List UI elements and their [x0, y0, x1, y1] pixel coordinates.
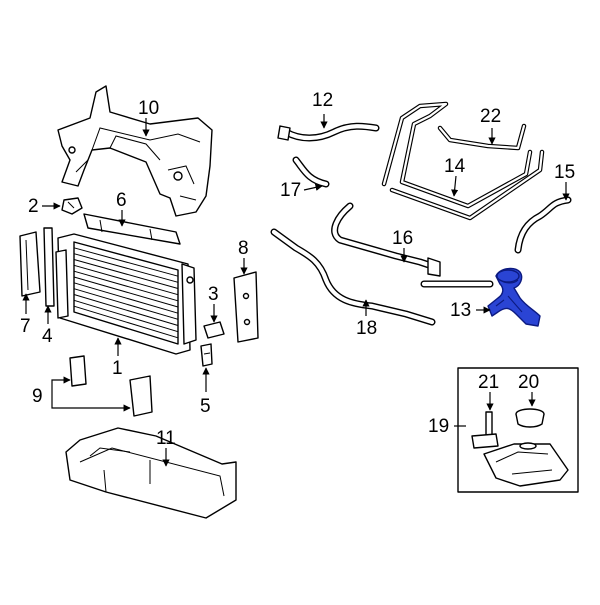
callout-13: 13: [450, 300, 471, 321]
callout-10: 10: [138, 98, 159, 119]
part-8-side-bracket[interactable]: [233, 271, 259, 343]
part-4-side-seal[interactable]: [43, 227, 55, 307]
part-20-cap[interactable]: [515, 408, 545, 428]
callout-21: 21: [478, 372, 499, 393]
part-3-bracket[interactable]: [203, 321, 225, 339]
part-22-tube[interactable]: [437, 123, 527, 151]
part-9-deflectors[interactable]: [69, 355, 153, 417]
part-7-side-deflector[interactable]: [19, 231, 41, 297]
part-13-coolant-pipe[interactable]: [487, 267, 541, 327]
callout-14: 14: [444, 156, 466, 177]
part-14-tube-set[interactable]: [381, 101, 545, 221]
callout-18: 18: [356, 318, 377, 339]
callout-3: 3: [208, 284, 219, 305]
callout-20: 20: [518, 372, 539, 393]
part-12-hose[interactable]: [277, 122, 380, 142]
callout-labels: 10 2 6 7 4 1 3 5 8 9 11 12 17 14 22 15 1…: [20, 90, 575, 449]
callout-19: 19: [428, 416, 449, 437]
part-reservoir-tank: [483, 442, 569, 487]
part-16-hose[interactable]: [331, 202, 494, 288]
callout-9: 9: [32, 386, 43, 407]
part-10-support-frame[interactable]: [57, 85, 213, 217]
callout-6: 6: [116, 190, 127, 211]
part-11-lower-shield[interactable]: [65, 427, 237, 519]
part-17-hose[interactable]: [292, 156, 330, 188]
callout-7: 7: [20, 316, 31, 337]
callout-8: 8: [238, 238, 249, 259]
callout-1: 1: [112, 358, 123, 379]
leaders: [22, 114, 570, 467]
callout-15: 15: [554, 162, 575, 183]
part-5-sensor[interactable]: [200, 343, 213, 367]
part-6-top-seal[interactable]: [83, 213, 181, 245]
part-21-level-sensor[interactable]: [471, 411, 499, 449]
callout-17: 17: [280, 180, 301, 201]
part-15-hose[interactable]: [514, 196, 572, 254]
callout-2: 2: [28, 196, 39, 217]
part-2-mount[interactable]: [61, 197, 83, 215]
part-1-radiator[interactable]: [55, 233, 197, 355]
callout-11: 11: [156, 428, 176, 449]
callout-22: 22: [480, 106, 501, 127]
callout-12: 12: [312, 90, 333, 111]
callout-4: 4: [42, 326, 53, 347]
callout-5: 5: [200, 396, 211, 417]
callout-16: 16: [392, 228, 413, 249]
